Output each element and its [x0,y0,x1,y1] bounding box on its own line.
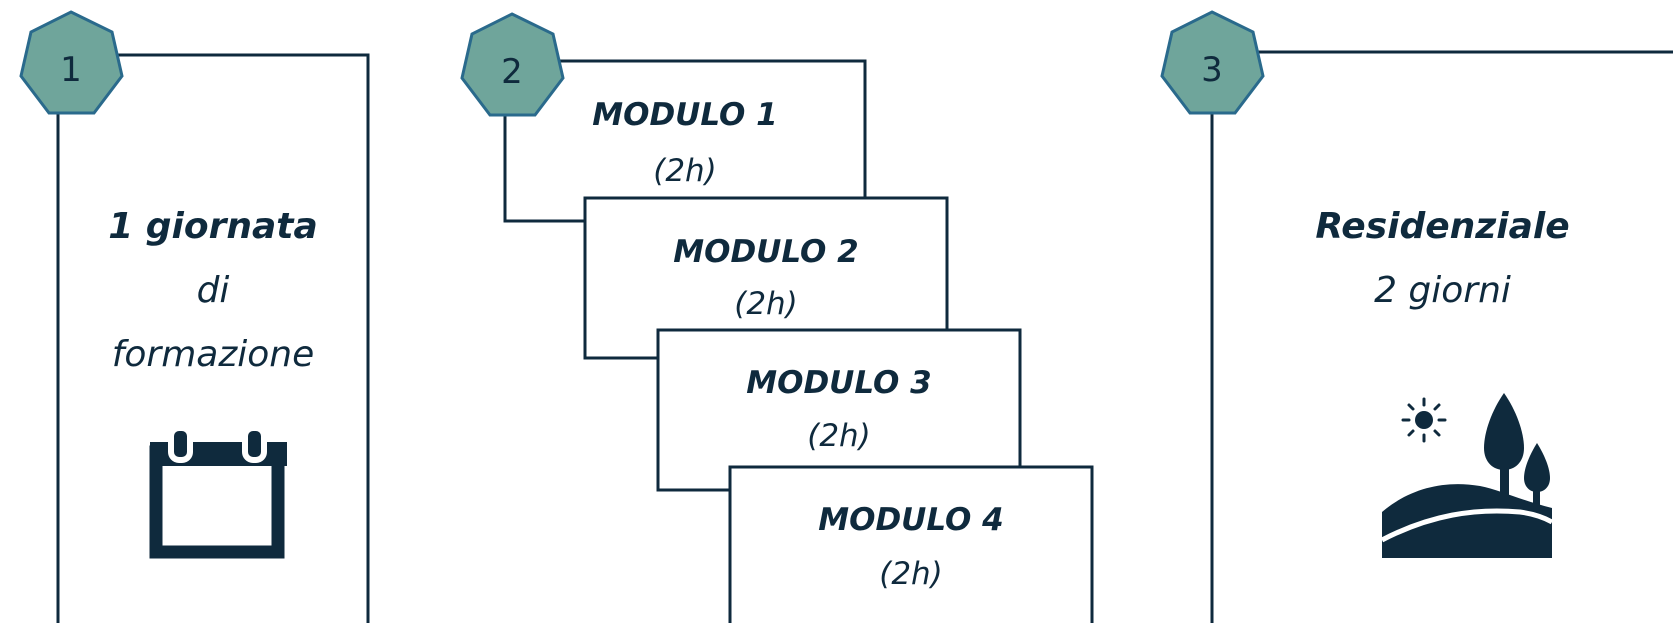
module-1-duration: (2h) [653,153,717,189]
step3-title: Residenziale [1315,206,1570,247]
step1-box [56,53,370,623]
module-3-duration: (2h) [807,418,871,454]
step3-badge [1160,10,1265,115]
step1-line3: formazione [111,334,315,375]
step1-title: 1 giornata [108,206,318,247]
module-2-title: MODULO 2 [673,234,859,270]
module-3-title: MODULO 3 [746,365,932,401]
calendar-icon [149,425,287,559]
step3-number: 3 [1201,50,1223,90]
module-4-duration: (2h) [879,556,943,592]
module-1-title: MODULO 1 [592,97,778,133]
module-2-duration: (2h) [734,286,798,322]
module-4-title: MODULO 4 [818,502,1004,538]
step2-number: 2 [501,52,523,92]
landscape-icon [1380,393,1554,558]
step2-module-box-4 [728,465,1094,623]
step1-badge [19,10,124,115]
step3-subtitle: 2 giorni [1374,270,1511,311]
step2-badge [460,12,565,117]
step1-line2: di [196,270,230,311]
step1-number: 1 [60,50,82,90]
